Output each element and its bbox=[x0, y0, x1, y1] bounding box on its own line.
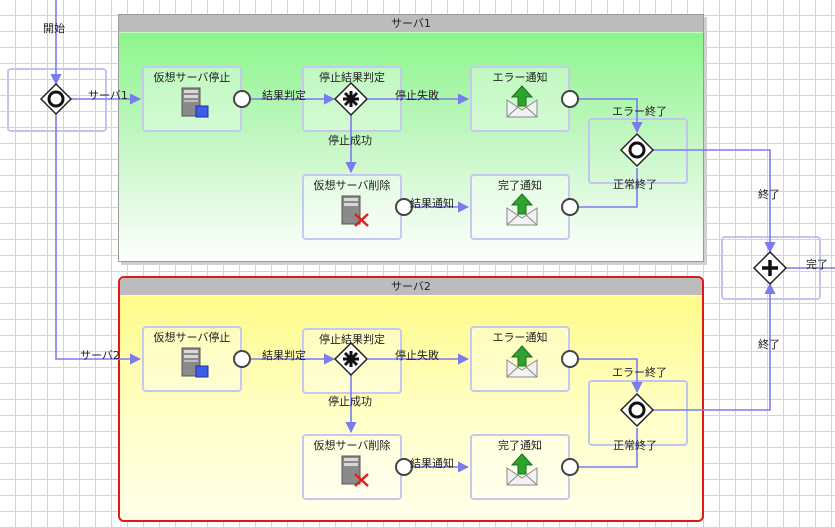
edge-label-error-end: エラー終了 bbox=[612, 105, 667, 118]
edge-label-complete: 完了 bbox=[806, 258, 828, 271]
edge-label-error-end: エラー終了 bbox=[612, 366, 667, 379]
edge-label-result-notify: 結果通知 bbox=[410, 457, 454, 470]
edge-label-result-judge: 結果判定 bbox=[262, 349, 306, 362]
node-label: 完了通知 bbox=[498, 439, 542, 452]
intermediate-event-icon[interactable] bbox=[233, 350, 251, 368]
parallel-gateway-icon[interactable] bbox=[752, 250, 788, 286]
mail-upload-icon bbox=[506, 345, 538, 378]
end-gateway-box[interactable] bbox=[588, 380, 688, 446]
intermediate-event-icon[interactable] bbox=[561, 198, 579, 216]
server-icon bbox=[181, 347, 209, 378]
lane-title: サーバ2 bbox=[120, 278, 702, 295]
intermediate-event-icon[interactable] bbox=[233, 90, 251, 108]
server-icon bbox=[181, 87, 209, 118]
edge-label-end: 終了 bbox=[758, 338, 780, 351]
end-gateway-box[interactable] bbox=[588, 118, 688, 184]
server-delete-icon bbox=[341, 455, 369, 487]
edge-label-stop-failed: 停止失敗 bbox=[395, 349, 439, 362]
node-label: エラー通知 bbox=[492, 71, 548, 84]
node-label: 仮想サーバ削除 bbox=[313, 439, 391, 452]
edge-label-stop-failed: 停止失敗 bbox=[395, 89, 439, 102]
intermediate-event-icon[interactable] bbox=[561, 90, 579, 108]
mail-upload-icon bbox=[506, 85, 538, 118]
edge-label-result-notify: 結果通知 bbox=[410, 197, 454, 210]
node-label: 仮想サーバ削除 bbox=[313, 179, 391, 192]
intermediate-event-icon[interactable] bbox=[395, 458, 413, 476]
edge-label-stop-success: 停止成功 bbox=[328, 395, 372, 408]
edge-label-normal-end: 正常終了 bbox=[613, 178, 657, 191]
end-gateway-icon[interactable] bbox=[619, 392, 655, 428]
mail-upload-icon bbox=[506, 453, 538, 486]
lane-server1: サーバ1 bbox=[118, 14, 704, 262]
intermediate-event-icon[interactable] bbox=[395, 198, 413, 216]
edge-label-end: 終了 bbox=[758, 188, 780, 201]
edge-label-result-judge: 結果判定 bbox=[262, 89, 306, 102]
lane-title: サーバ1 bbox=[119, 15, 703, 32]
node-complete-notify[interactable]: 完了通知 bbox=[470, 174, 570, 240]
edge-label-server2: サーバ2 bbox=[80, 349, 120, 362]
end-gateway-icon[interactable] bbox=[619, 132, 655, 168]
node-label: 完了通知 bbox=[498, 179, 542, 192]
complex-gateway-icon[interactable] bbox=[333, 341, 369, 377]
start-label: 開始 bbox=[43, 22, 65, 35]
node-vm-stop[interactable]: 仮想サーバ停止 bbox=[142, 326, 242, 392]
node-label: 仮想サーバ停止 bbox=[153, 331, 231, 344]
edge-label-normal-end: 正常終了 bbox=[613, 439, 657, 452]
node-label: エラー通知 bbox=[492, 331, 548, 344]
node-label: 停止結果判定 bbox=[319, 71, 385, 84]
node-label: 停止結果判定 bbox=[319, 333, 385, 346]
node-complete-notify[interactable]: 完了通知 bbox=[470, 434, 570, 500]
node-vm-stop[interactable]: 仮想サーバ停止 bbox=[142, 66, 242, 132]
server-delete-icon bbox=[341, 195, 369, 227]
edge-label-stop-success: 停止成功 bbox=[328, 134, 372, 147]
lane-server2: サーバ2 bbox=[118, 276, 704, 522]
start-gateway-box[interactable] bbox=[7, 68, 107, 132]
intermediate-event-icon[interactable] bbox=[561, 350, 579, 368]
node-label: 仮想サーバ停止 bbox=[153, 71, 231, 84]
node-error-notify[interactable]: エラー通知 bbox=[470, 66, 570, 132]
intermediate-event-icon[interactable] bbox=[561, 458, 579, 476]
node-vm-delete[interactable]: 仮想サーバ削除 bbox=[302, 174, 402, 240]
complex-gateway-icon[interactable] bbox=[333, 81, 369, 117]
start-gateway-icon[interactable] bbox=[39, 82, 73, 116]
edge-label-server1: サーバ1 bbox=[88, 89, 128, 102]
mail-upload-icon bbox=[506, 193, 538, 226]
